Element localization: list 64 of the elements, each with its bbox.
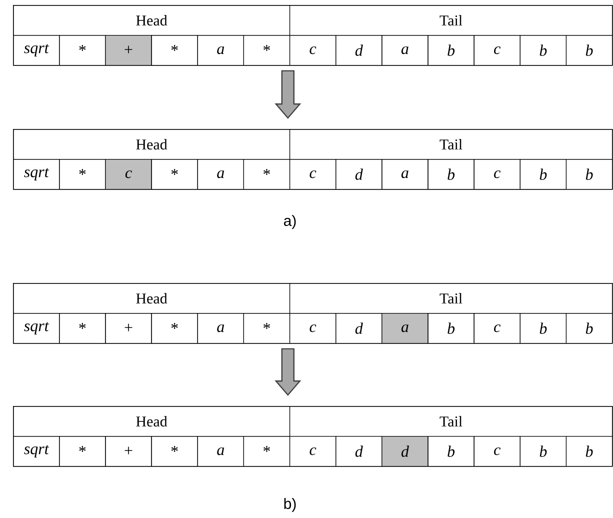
table-cell: * xyxy=(151,436,198,467)
table-cell: c xyxy=(289,436,336,467)
table-cell: a xyxy=(197,436,244,467)
panel-label: b) xyxy=(284,498,296,512)
table-cell: b xyxy=(428,313,474,344)
table-cell: b xyxy=(520,436,567,467)
table-cell: * xyxy=(59,436,106,467)
table-cell: + xyxy=(105,436,152,467)
table-cell: c xyxy=(289,159,336,190)
table-cell: sqrt xyxy=(13,35,60,66)
table-cell: c xyxy=(474,436,520,467)
table-cell: a xyxy=(197,313,244,344)
table-cell: a xyxy=(382,35,428,66)
block-arrow xyxy=(274,70,302,119)
table-cell: a xyxy=(382,159,428,190)
panel-label: a) xyxy=(284,215,296,229)
table-cell: * xyxy=(151,159,198,190)
table-cell: c xyxy=(474,313,520,344)
header-cell: Tail xyxy=(289,283,613,314)
table-cell: c xyxy=(105,159,152,190)
table-cell: * xyxy=(59,313,106,344)
data-table xyxy=(13,129,613,190)
header-cell: Tail xyxy=(289,5,613,36)
table-cell: c xyxy=(474,159,520,190)
table-cell: a xyxy=(197,35,244,66)
header-cell: Tail xyxy=(289,406,613,437)
table-cell: sqrt xyxy=(13,436,60,467)
table-cell: b xyxy=(520,159,567,190)
table-cell: * xyxy=(243,436,290,467)
data-table xyxy=(13,5,613,66)
table-cell: b xyxy=(520,35,567,66)
table-cell: sqrt xyxy=(13,159,60,190)
table-cell: b xyxy=(520,313,567,344)
table-cell: d xyxy=(336,159,382,190)
header-cell: Head xyxy=(13,283,290,314)
table-cell: c xyxy=(289,35,336,66)
table-cell: b xyxy=(566,159,613,190)
header-cell: Tail xyxy=(289,129,613,160)
table-cell: c xyxy=(289,313,336,344)
table-cell: b xyxy=(428,35,474,66)
table-cell: b xyxy=(428,159,474,190)
table-cell: c xyxy=(474,35,520,66)
block-arrow xyxy=(274,348,302,396)
table-cell: * xyxy=(151,313,198,344)
table-cell: a xyxy=(197,159,244,190)
table-cell: b xyxy=(566,313,613,344)
header-cell: Head xyxy=(13,406,290,437)
table-cell: * xyxy=(243,313,290,344)
data-table xyxy=(13,406,613,467)
table-cell: * xyxy=(151,35,198,66)
table-cell: b xyxy=(428,436,474,467)
header-cell: Head xyxy=(13,129,290,160)
data-table xyxy=(13,283,613,344)
table-cell: * xyxy=(243,159,290,190)
table-cell: d xyxy=(336,35,382,66)
table-cell: + xyxy=(105,313,152,344)
table-cell: a xyxy=(382,313,428,344)
header-cell: Head xyxy=(13,5,290,36)
table-cell: b xyxy=(566,35,613,66)
table-cell: d xyxy=(382,436,428,467)
table-cell: + xyxy=(105,35,152,66)
table-cell: b xyxy=(566,436,613,467)
table-cell: * xyxy=(243,35,290,66)
table-cell: sqrt xyxy=(13,313,60,344)
